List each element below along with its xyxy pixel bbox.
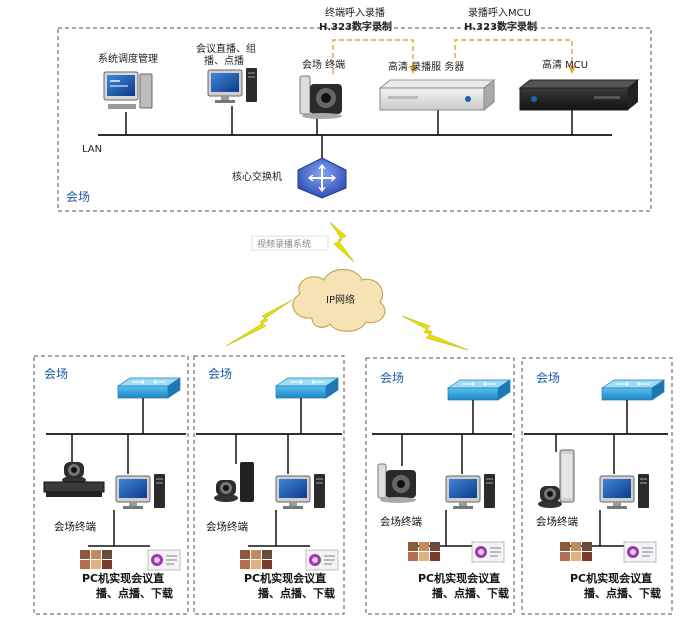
site-2: 会场 会场终端 PC机实现会议直 播、点播、下载 [193,355,345,615]
top-site-border [57,27,652,212]
site-3-video-thumbs [408,542,440,561]
lan-label: LAN [82,144,102,155]
core-switch-icon [297,157,347,199]
ip-network-cloud-icon [292,268,386,332]
hd-mcu-label: 高清 MCU [542,58,588,71]
annotation-left-line1: 终端呼入录播 [325,6,385,19]
site-2-video-thumbs [240,550,272,569]
site-4: 会场 会场终端 PC机实现会议直 播、点播、下载 [521,357,673,615]
hd-mcu-icon [518,79,640,111]
site-1: 会场 会场终端 PC机实现会议直 播、点播、下载 [33,355,189,615]
lightning-left [225,299,293,347]
site-1-media-tile [147,549,181,571]
venue-terminal-icon [299,75,342,119]
site-2-terminal-icon [214,462,254,502]
site-1-video-thumbs [80,550,112,569]
site-1-border [33,355,189,615]
site-4-switch-icon [601,379,665,401]
site-4-media-tile [623,541,657,563]
annotation-right-line1: 录播呼入MCU [468,6,531,19]
annotation-right-line2: H.323数字录制 [464,20,537,33]
conference-pc-icon [207,67,258,104]
core-switch-label: 核心交换机 [232,170,282,183]
lightning-right [401,315,469,351]
site-2-switch-icon [275,377,339,399]
site-3-media-tile [471,541,505,563]
site-1-pc-line1: PC机实现会议直 [82,571,164,585]
annotation-recorder-to-mcu [454,39,576,74]
site-4-label: 会场 [536,371,560,385]
site-1-pc-icon [115,473,166,510]
conference-label-line1: 会议直播、组 [196,42,256,55]
site-4-video-thumbs [560,542,592,561]
site-2-pc-icon [275,473,326,510]
site-4-terminal-label: 会场终端 [536,515,578,528]
recording-server-label: 高清 录播服 务器 [388,60,464,73]
watermark-text: 视频录播系统 [257,238,311,250]
top-site-label: 会场 [66,190,90,204]
site-3-label: 会场 [380,371,404,385]
site-2-pc-line2: 播、点播、下载 [258,586,335,600]
ip-network-label: IP网络 [326,293,355,306]
site-3-switch-icon [447,379,511,401]
site-3-pc-icon [445,473,496,510]
site-2-pc-line1: PC机实现会议直 [244,571,326,585]
site-3-pc-line1: PC机实现会议直 [418,571,500,585]
conference-label-line2: 播、点播 [204,54,244,67]
site-4-pc-icon [599,473,650,510]
site-2-terminal-label: 会场终端 [206,520,248,533]
recording-server-icon [378,78,496,112]
site-4-pc-line1: PC机实现会议直 [570,571,652,585]
site-1-terminal-icon [43,462,105,497]
site-3-terminal-icon [377,463,416,503]
annotation-terminal-to-recorder [332,39,417,74]
watermark-box [251,235,329,251]
site-2-border [193,355,345,615]
site-3-terminal-label: 会场终端 [380,515,422,528]
site-1-label: 会场 [44,367,68,381]
venue-terminal-label: 会场 终端 [302,58,345,71]
dispatch-workstation-icon [103,71,153,109]
site-3-border [365,357,515,615]
dispatch-label: 系统调度管理 [98,52,158,65]
site-1-switch-icon [117,377,181,399]
site-4-terminal-icon [538,449,575,508]
site-3-pc-line2: 播、点播、下载 [432,586,509,600]
site-2-label: 会场 [208,367,232,381]
site-1-pc-line2: 播、点播、下载 [96,586,173,600]
annotation-left-line2: H.323数字录制 [319,20,392,33]
lightning-top [329,221,355,263]
site-1-terminal-label: 会场终端 [54,520,96,533]
site-2-media-tile [305,549,339,571]
site-3: 会场 会场终端 PC机实现会议直 播、点播、下载 [365,357,515,615]
site-4-pc-line2: 播、点播、下载 [584,586,661,600]
